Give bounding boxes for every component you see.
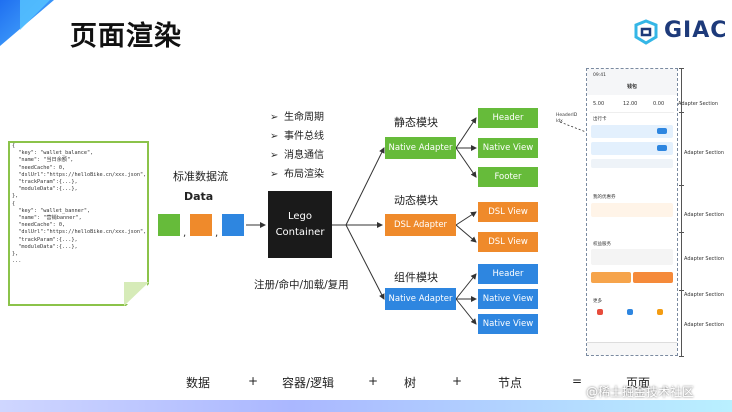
formula-tree: 树 (404, 376, 417, 390)
feature-item: ➢布局渲染 (270, 169, 324, 180)
static-footer: Footer (478, 167, 538, 187)
dsl-view: DSL View (478, 232, 538, 252)
phone-mockup: 09:41 钱包 5.00 12.00 0.00 出行卡 我的优惠券 权益服务 … (586, 68, 678, 356)
phone-top-bar (587, 69, 677, 95)
phone-card (591, 125, 673, 138)
phone-coupon-card (591, 203, 673, 217)
component-header: Header (478, 264, 538, 284)
phone-tab-bar (587, 342, 677, 355)
static-native-adapter: Native Adapter (385, 137, 456, 159)
arrow-bullet-icon: ➢ (270, 131, 279, 142)
static-module-label: 静态模块 (394, 116, 438, 129)
feature-item: ➢消息通信 (270, 150, 324, 161)
phone-page-title: 钱包 (627, 84, 638, 90)
formula-page: 页面 (626, 376, 651, 390)
logo-text: GIAC (664, 18, 728, 43)
arrow-bullet-icon: ➢ (270, 150, 279, 161)
phone-card (591, 142, 673, 155)
component-native-view: Native View (478, 314, 538, 334)
formula-plus: + (368, 374, 379, 388)
arrow-bullet-icon: ➢ (270, 169, 279, 180)
adapter-section-label: Adapter Section (684, 292, 725, 298)
phone-num: 5.00 (593, 101, 605, 107)
data-block-orange (190, 214, 212, 236)
json-note (8, 141, 149, 306)
feature-item: ➢事件总线 (270, 131, 324, 142)
phone-section-label: 更多 (593, 299, 602, 304)
more-icon (597, 309, 603, 315)
section-tick (679, 68, 684, 69)
static-native-view: Native View (478, 138, 538, 158)
phone-divider (590, 111, 674, 113)
data-stream-label: 标准数据流 (173, 170, 228, 183)
lego-line2: Container (275, 226, 325, 238)
component-module-label: 组件模块 (394, 271, 438, 284)
phone-section-label: 我的优惠券 (593, 195, 616, 200)
phone-benefit-card (591, 249, 673, 265)
phone-promo-card (591, 272, 631, 283)
component-native-adapter: Native Adapter (385, 288, 456, 310)
dsl-view: DSL View (478, 202, 538, 222)
data-block-green (158, 214, 180, 236)
data-comma: , (215, 228, 219, 239)
section-tick (679, 185, 684, 186)
json-code: { "key": "wallet_balance", "name": "当日余额… (12, 143, 147, 265)
formula-container: 容器/逻辑 (282, 376, 335, 390)
phone-time: 09:41 (593, 73, 606, 78)
section-tick (679, 232, 684, 233)
component-native-view: Native View (478, 289, 538, 309)
phone-section-label: 出行卡 (593, 117, 607, 122)
phone-card (591, 159, 673, 168)
formula-equals: = (572, 374, 583, 388)
formula-plus: + (452, 374, 463, 388)
phone-num: 0.00 (653, 101, 665, 107)
more-icon (657, 309, 663, 315)
feature-item: ➢生命周期 (270, 112, 324, 123)
static-header: Header (478, 108, 538, 128)
data-block-blue (222, 214, 244, 236)
lego-line1: Lego (287, 210, 312, 222)
section-tick (679, 290, 684, 291)
giac-logo (634, 19, 658, 45)
phone-section-label: 权益服务 (593, 242, 611, 247)
watermark: @稀土掘金技术社区 (586, 385, 695, 399)
phone-card-button (657, 145, 667, 151)
page-title: 页面渲染 (70, 21, 182, 52)
dynamic-module-label: 动态模块 (394, 194, 438, 207)
data-comma: , (183, 228, 187, 239)
adapter-section-label: Adapter Section (684, 150, 725, 156)
adapter-section-label: Adapter Section (678, 101, 719, 107)
phone-card-button (657, 128, 667, 134)
section-tick (679, 356, 684, 357)
data-label: Data (184, 190, 214, 203)
section-tick (679, 112, 684, 113)
formula-data: 数据 (186, 376, 211, 390)
formula-node: 节点 (498, 376, 523, 390)
phone-promo-card (633, 272, 673, 283)
adapter-section-label: Adapter Section (684, 322, 725, 328)
adapter-section-label: Adapter Section (684, 212, 725, 218)
adapter-section-label: Adapter Section (684, 256, 725, 262)
bottom-gradient-band (0, 400, 732, 412)
formula-plus: + (248, 374, 259, 388)
more-icon (627, 309, 633, 315)
section-bracket-line (681, 68, 682, 356)
lego-container-box: Lego Container (268, 191, 332, 258)
dsl-adapter: DSL Adapter (385, 214, 456, 236)
phone-num: 12.00 (623, 101, 638, 107)
register-label: 注册/命中/加载/复用 (254, 279, 349, 291)
header-id-label: HeaderID ldx (556, 113, 578, 124)
arrow-bullet-icon: ➢ (270, 112, 279, 123)
